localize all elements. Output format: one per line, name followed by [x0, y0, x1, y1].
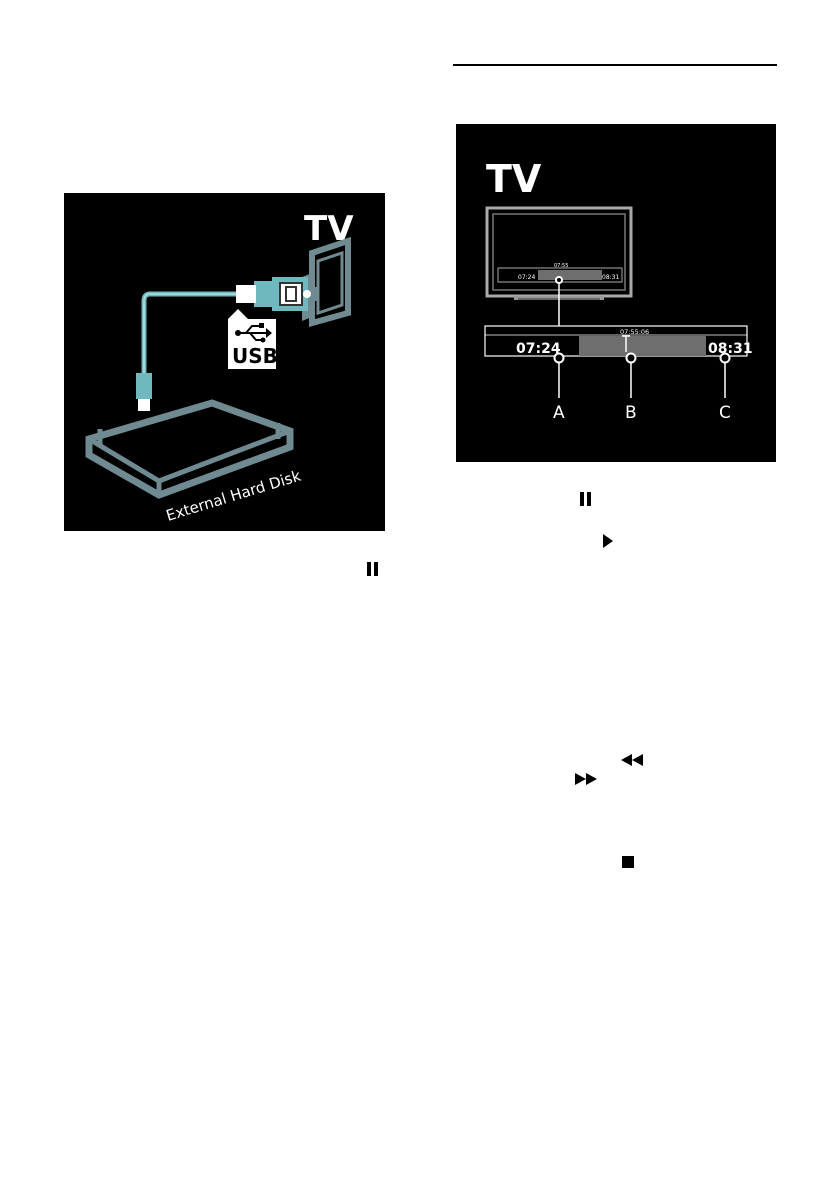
- tv-icon: [302, 236, 351, 327]
- connection-illustration: TV: [85, 209, 354, 525]
- fast-forward-icon: [575, 770, 597, 789]
- pause-tv-timeline-diagram: TV 07:24 07:55 08:31 07:24 07:55:06 08:3…: [456, 124, 776, 462]
- start-time: 07:24: [516, 341, 561, 357]
- tv-label: TV: [486, 157, 542, 201]
- pause-icon: [367, 561, 379, 580]
- usb-badge: USB: [228, 309, 278, 369]
- timeline-illustration: TV 07:24 07:55 08:31 07:24 07:55:06 08:3…: [484, 157, 753, 423]
- disk-label: External Hard Disk: [164, 467, 303, 525]
- stop-icon: [622, 853, 634, 872]
- section-divider: [453, 64, 777, 66]
- usb-plug-icon: [236, 277, 318, 311]
- callout-c: C: [719, 403, 731, 423]
- hard-disk-icon: [85, 399, 294, 499]
- play-icon: [603, 533, 613, 552]
- usb-lower-plug-icon: [136, 373, 152, 411]
- pause-icon: [580, 491, 592, 510]
- end-time: 08:31: [708, 341, 753, 357]
- callout-a: A: [553, 403, 565, 423]
- hard-disk-connection-diagram: TV: [64, 193, 385, 531]
- usb-trident-icon: [235, 323, 272, 343]
- callout-b: B: [625, 403, 637, 423]
- mini-start-time: 07:24: [518, 274, 535, 281]
- callout-lines: [553, 352, 731, 398]
- current-time: 07:55:06: [620, 328, 649, 336]
- mini-end-time: 08:31: [602, 274, 619, 281]
- rewind-icon: [621, 751, 643, 770]
- mini-live-time: 07:55: [554, 263, 568, 269]
- timeline-bar: 07:24 07:55:06 08:31: [484, 325, 753, 357]
- usb-label: USB: [232, 344, 278, 368]
- mini-timeline-bar: 07:24 07:55 08:31: [497, 263, 623, 284]
